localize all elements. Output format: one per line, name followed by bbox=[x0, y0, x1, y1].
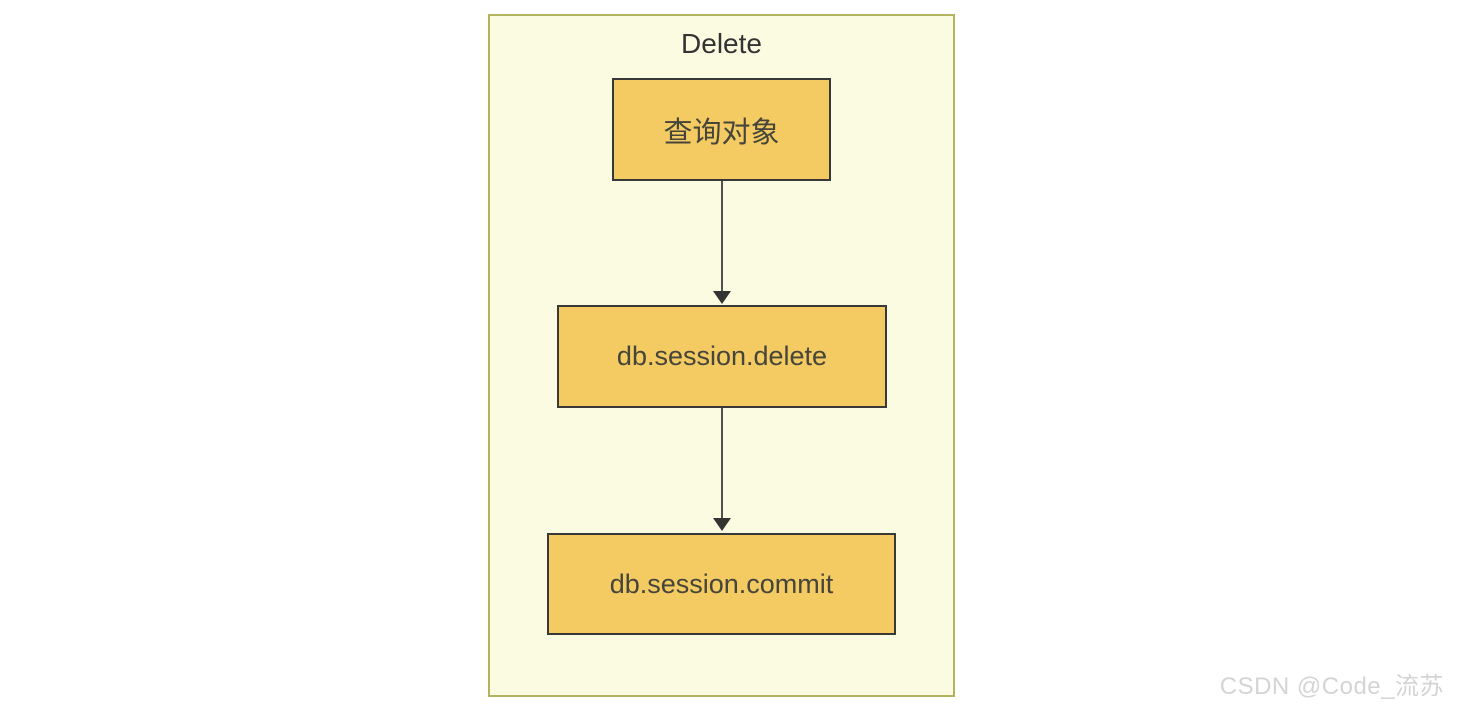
node-db-session-commit-label: db.session.commit bbox=[609, 568, 834, 599]
subgraph-title: Delete bbox=[681, 28, 762, 59]
watermark: CSDN @Code_流苏 bbox=[1219, 673, 1444, 700]
node-db-session-delete-label: db.session.delete bbox=[616, 341, 828, 371]
node-query-object-label: 查询对象 bbox=[663, 116, 780, 149]
node-query-object: 查询对象 bbox=[612, 78, 831, 181]
node-db-session-delete: db.session.delete bbox=[557, 305, 887, 408]
node-db-session-commit: db.session.commit bbox=[547, 533, 896, 635]
